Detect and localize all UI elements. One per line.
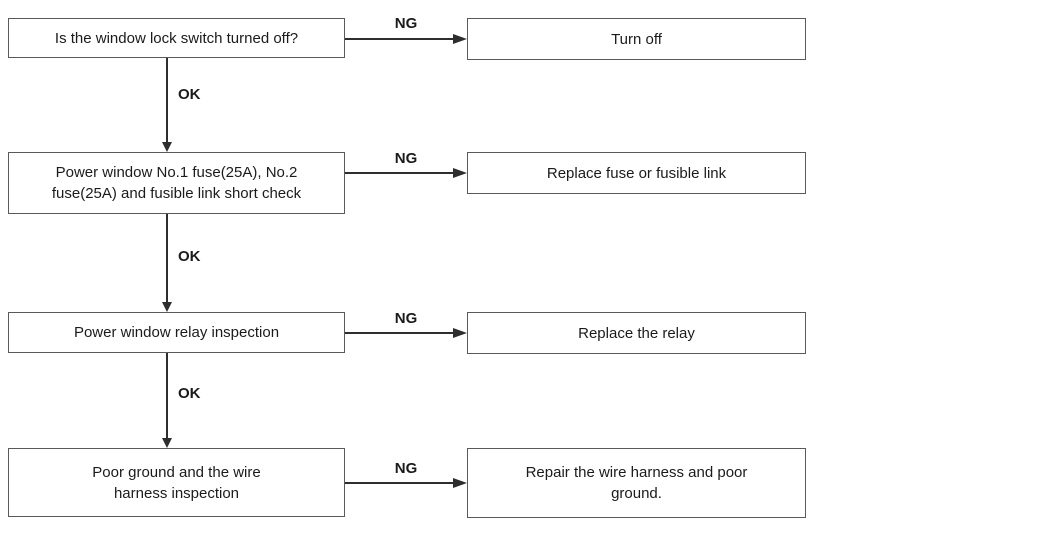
down-arrowhead-icon [162, 438, 172, 448]
action-text-line: Replace fuse or fusible link [546, 164, 727, 182]
ng-arrow-line [345, 38, 453, 40]
step-text-line: Power window No.1 fuse(25A), No.2 [55, 164, 298, 181]
action-box-replace-relay: Replace the relay [467, 312, 806, 354]
right-arrowhead-icon [453, 168, 467, 178]
action-text-line: Repair the wire harness and poor [525, 464, 748, 481]
step-text-line: Power window relay inspection [73, 324, 280, 341]
ng-arrow-line [345, 332, 453, 334]
step-box-window-lock-switch: Is the window lock switch turned off? [8, 18, 345, 58]
ok-label: OK [178, 385, 201, 402]
action-text-line: ground. [611, 485, 662, 502]
ok-connector-line [166, 58, 168, 142]
ng-label: NG [394, 15, 418, 32]
ok-connector-line [166, 353, 168, 438]
step-text-line: harness inspection [113, 484, 240, 502]
action-text-line: Turn off [611, 30, 662, 48]
action-text-line: Replace the relay [578, 324, 695, 342]
step-text-line: fuse(25A) and fusible link short check [51, 185, 302, 202]
ng-label: NG [394, 150, 418, 167]
right-arrowhead-icon [453, 34, 467, 44]
action-box-repair-harness: Repair the wire harness and poor ground. [467, 448, 806, 518]
step-box-ground-harness-inspection: Poor ground and the wire harness inspect… [8, 448, 345, 517]
down-arrowhead-icon [162, 302, 172, 312]
right-arrowhead-icon [453, 328, 467, 338]
action-box-turn-off: Turn off [467, 18, 806, 60]
step-box-relay-inspection: Power window relay inspection [8, 312, 345, 353]
ng-label: NG [394, 460, 418, 477]
ok-label: OK [178, 86, 201, 103]
ng-arrow-line [345, 172, 453, 174]
step-text-line: Poor ground and the wire [92, 463, 261, 481]
step-text-line: Is the window lock switch turned off? [54, 29, 299, 47]
ng-label: NG [394, 310, 418, 327]
step-box-fuse-short-check: Power window No.1 fuse(25A), No.2 fuse(2… [8, 152, 345, 214]
ok-label: OK [178, 248, 201, 265]
ng-arrow-line [345, 482, 453, 484]
action-box-replace-fuse: Replace fuse or fusible link [467, 152, 806, 194]
down-arrowhead-icon [162, 142, 172, 152]
ok-connector-line [166, 214, 168, 302]
right-arrowhead-icon [453, 478, 467, 488]
